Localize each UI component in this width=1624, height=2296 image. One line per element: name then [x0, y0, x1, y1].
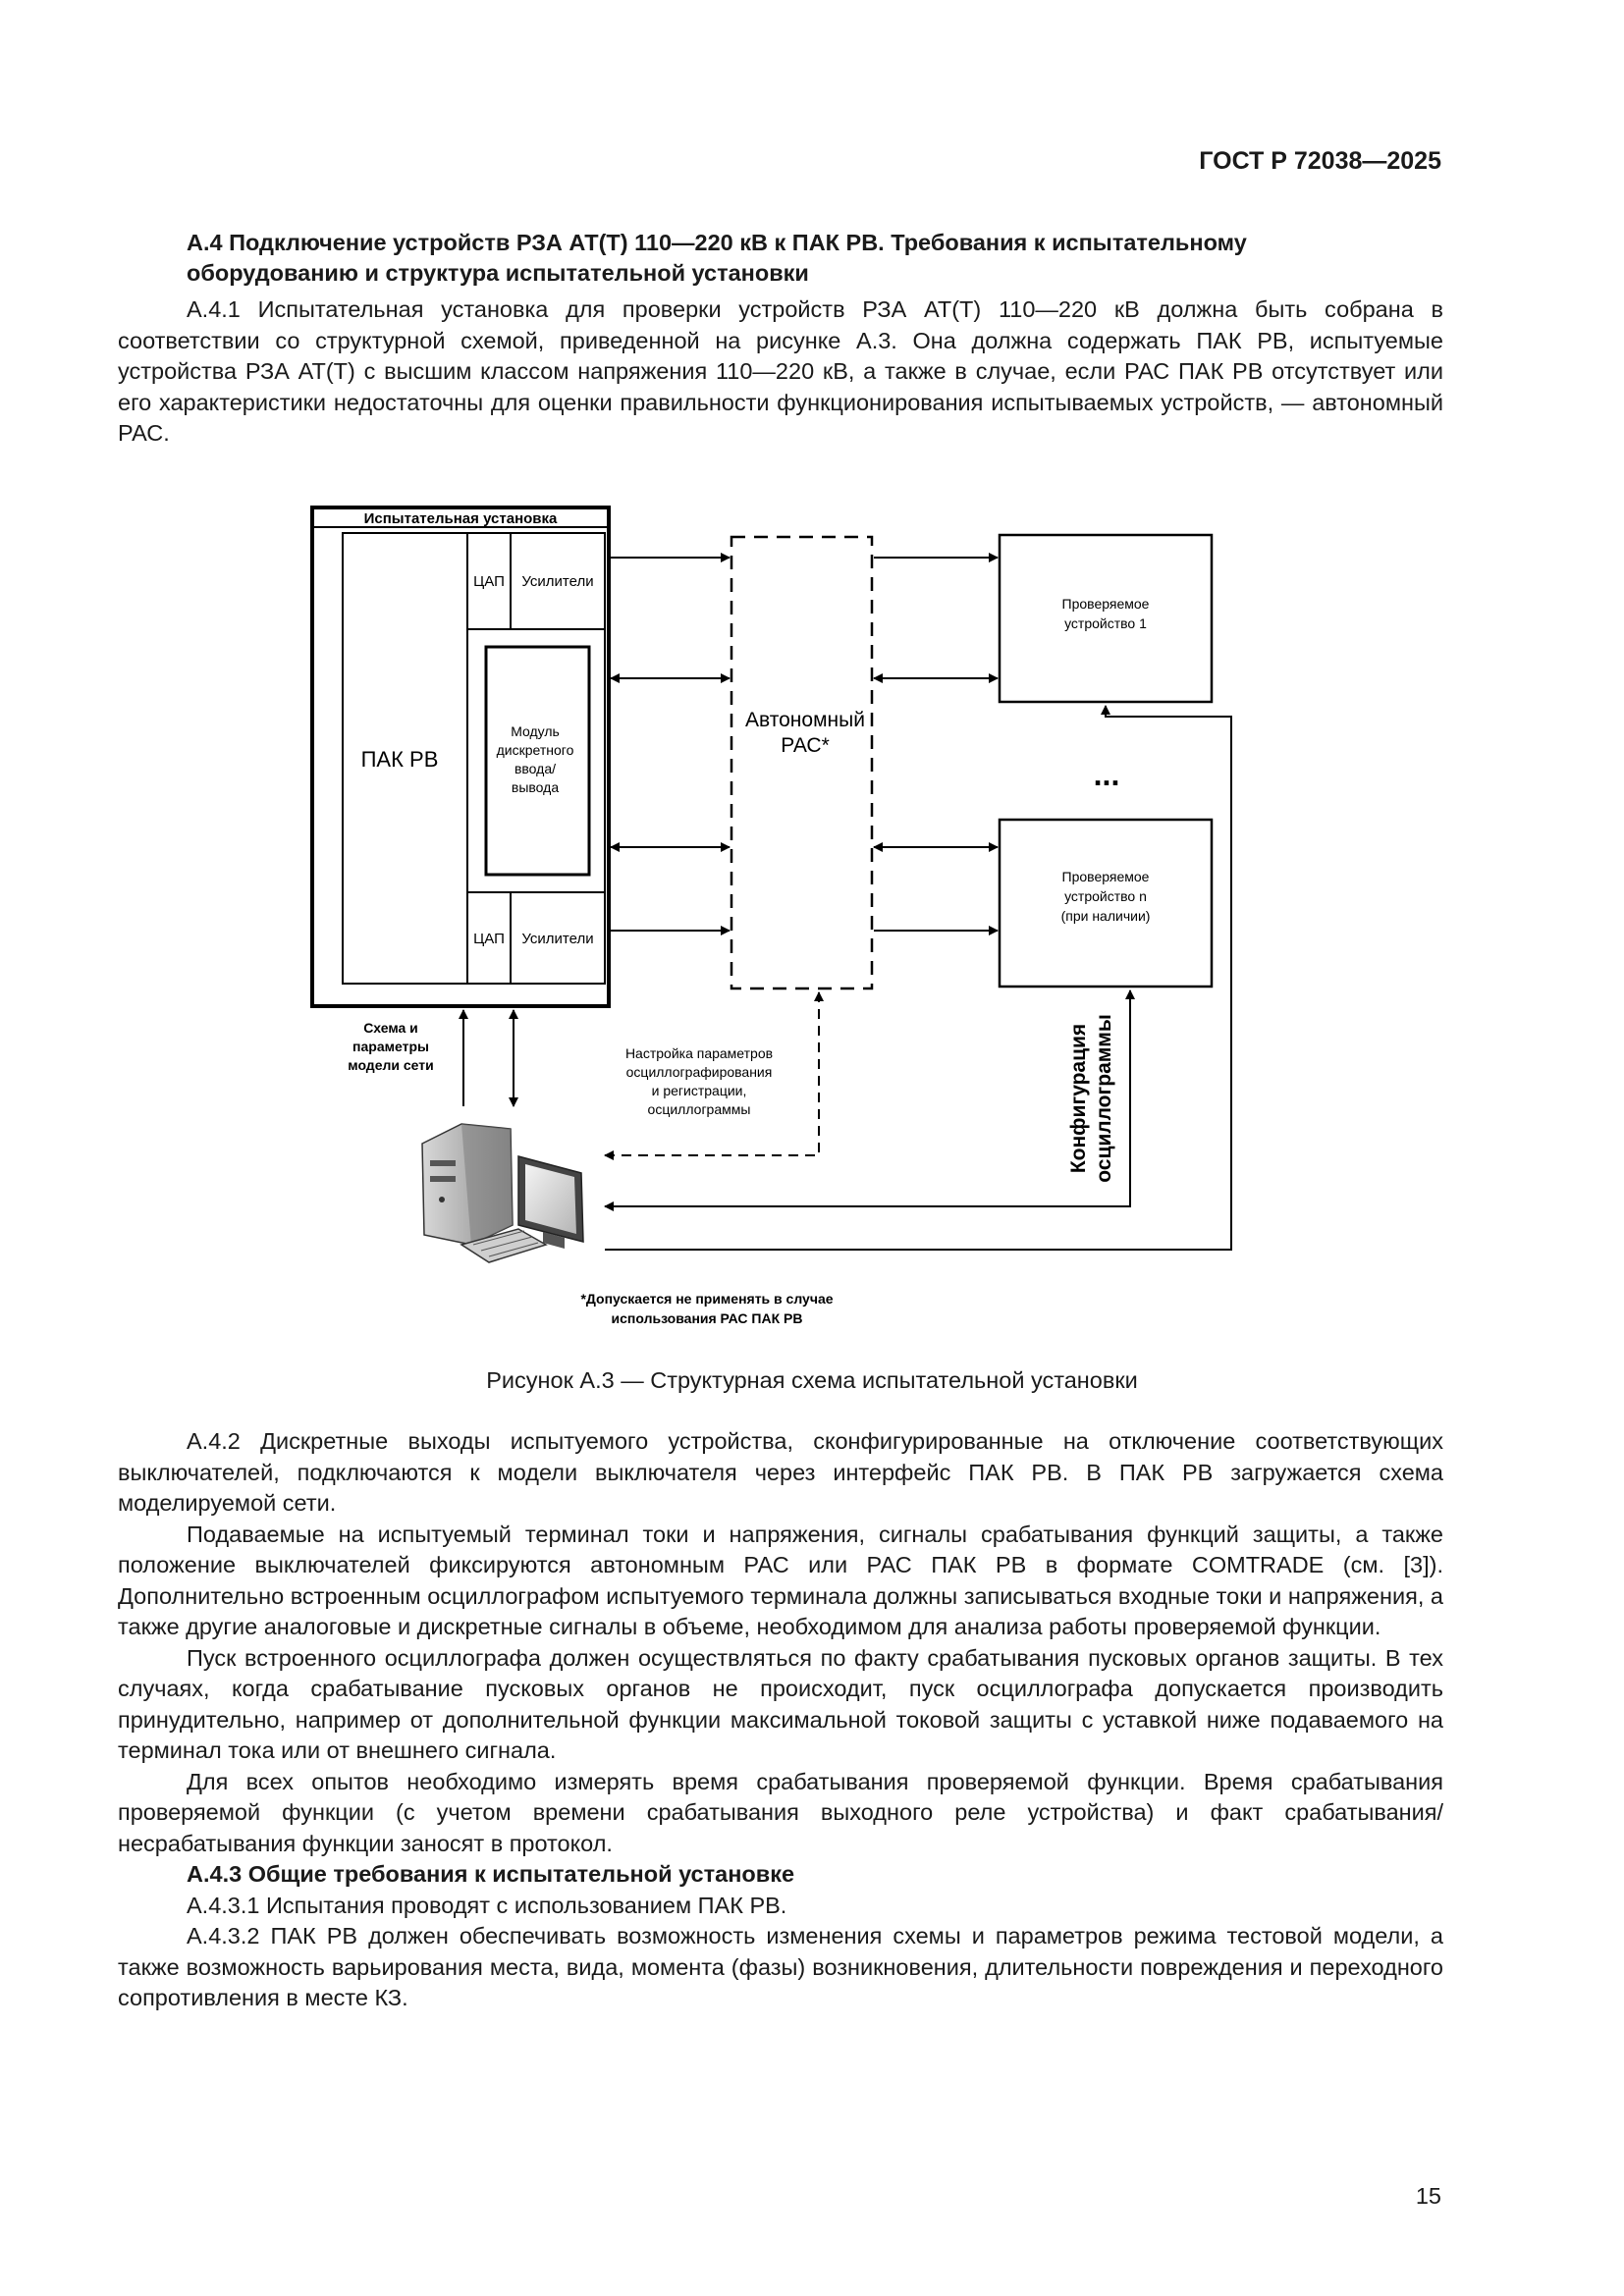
setup-ras-connections	[610, 553, 731, 935]
computer-icon	[421, 1123, 584, 1263]
page-number: 15	[1415, 2183, 1441, 2209]
device-n-line-3: (при наличии)	[1061, 908, 1151, 924]
device-n-line-1: Проверяемое	[1062, 869, 1150, 884]
discrete-io-module: Модуль дискретного ввода/ вывода	[466, 628, 606, 893]
device-n-box: Проверяемое устройство n (при наличии)	[998, 818, 1214, 988]
autonomous-ras-box: Автономный РАС*	[730, 535, 874, 990]
test-setup-frame: Испытательная установка	[310, 506, 611, 1008]
req-paragraph-2: А.4.3.2 ПАК РВ должен обеспечивать возмо…	[118, 1923, 1443, 2010]
section-title-line-2: оборудованию и структура испытательной у…	[187, 260, 809, 286]
config-label: Конфигурация осциллограммы	[1067, 1014, 1115, 1183]
figure-caption: Рисунок А.3 — Структурная схема испытате…	[486, 1367, 1138, 1393]
structure-diagram: Испытательная установка ПАК РВ ЦАП Усили…	[310, 506, 1232, 1326]
section-title-line-1: А.4 Подключение устройств РЗА АТ(Т) 110—…	[187, 230, 1247, 255]
settings-line-1: Настройка параметров	[625, 1045, 773, 1061]
body-block: А.4.2 Дискретные выходы испытуемого устр…	[118, 1426, 1443, 2014]
settings-label: Настройка параметров осциллографирования…	[625, 1045, 773, 1117]
settings-line-2: осциллографирования	[626, 1064, 773, 1080]
autonomous-line-2: РАС*	[781, 734, 830, 757]
intro-paragraph: А.4.1 Испытательная установка для провер…	[118, 296, 1443, 446]
footnote-line-1: *Допускается не применять в случае	[580, 1291, 833, 1307]
config-line-2: осциллограммы	[1093, 1014, 1115, 1183]
body-paragraph-3: Пуск встроенного осциллографа должен осу…	[118, 1644, 1443, 1764]
test-setup-label: Испытательная установка	[364, 510, 558, 527]
autonomous-line-1: Автономный	[745, 709, 865, 731]
module-line-3: ввода/	[514, 761, 556, 776]
config-line-1: Конфигурация	[1067, 1024, 1090, 1173]
module-line-2: дискретного	[497, 742, 574, 758]
body-paragraph-1: А.4.2 Дискретные выходы испытуемого устр…	[118, 1428, 1443, 1516]
devices-ellipsis: ...	[1094, 757, 1120, 792]
scheme-line-2: параметры	[352, 1039, 429, 1054]
device-1-line-2: устройство 1	[1064, 615, 1147, 631]
device-1-pc-link	[605, 705, 1232, 1251]
top-dac-amplifiers: ЦАП Усилители	[466, 532, 606, 630]
pak-rv-label: ПАК РВ	[361, 747, 439, 772]
body-paragraph-4: Для всех опытов необходимо измерять врем…	[118, 1768, 1443, 1856]
figure-footnote: *Допускается не применять в случае испол…	[580, 1291, 833, 1326]
amplifiers-label-top: Усилители	[521, 573, 593, 590]
scheme-line-1: Схема и	[363, 1020, 418, 1036]
amplifiers-label-bottom: Усилители	[521, 931, 593, 947]
device-n-pc-link	[604, 989, 1135, 1211]
intro-block: А.4.1 Испытательная установка для провер…	[118, 294, 1443, 450]
ras-device-connections	[873, 553, 999, 935]
footnote-line-2: использования РАС ПАК РВ	[612, 1310, 803, 1326]
section-title: А.4 Подключение устройств РЗА АТ(Т) 110—…	[187, 228, 1443, 289]
body-paragraph-2: Подаваемые на испытуемый терминал токи и…	[118, 1521, 1443, 1640]
pak-rv-box: ПАК РВ	[342, 532, 468, 985]
subsection-title: А.4.3 Общие требования к испытательной у…	[187, 1861, 795, 1887]
settings-line-3: и регистрации,	[652, 1083, 747, 1098]
settings-line-4: осциллограммы	[648, 1101, 751, 1117]
dac-label-top: ЦАП	[473, 573, 505, 590]
pc-setup-links	[459, 1009, 518, 1107]
req-paragraph-1: А.4.3.1 Испытания проводят с использован…	[187, 1892, 787, 1918]
device-1-line-1: Проверяемое	[1062, 596, 1150, 612]
device-1-box: Проверяемое устройство 1	[998, 533, 1214, 704]
scheme-label: Схема и параметры модели сети	[348, 1020, 433, 1073]
scheme-line-3: модели сети	[348, 1057, 433, 1073]
bottom-dac-amplifiers: ЦАП Усилители	[466, 891, 606, 985]
module-line-4: вывода	[512, 779, 559, 795]
dac-label-bottom: ЦАП	[473, 931, 505, 947]
document-code: ГОСТ Р 72038—2025	[1199, 147, 1441, 175]
device-n-line-2: устройство n	[1064, 888, 1147, 904]
module-line-1: Модуль	[511, 723, 560, 739]
